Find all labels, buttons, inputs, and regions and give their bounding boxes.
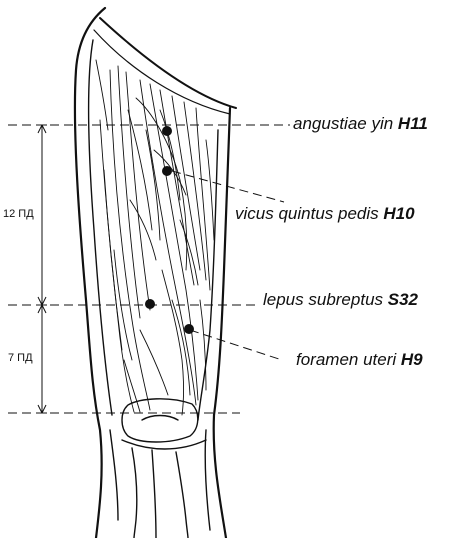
point-marker-h10 bbox=[162, 166, 172, 176]
point-code: H9 bbox=[401, 350, 423, 369]
point-name: vicus quintus pedis bbox=[235, 204, 379, 223]
muscle-fibres bbox=[96, 60, 214, 415]
label-point-s32: lepus subreptus S32 bbox=[263, 291, 418, 308]
reference-lines bbox=[8, 125, 290, 413]
leg-outline bbox=[75, 8, 236, 538]
point-name: lepus subreptus bbox=[263, 290, 383, 309]
point-marker-s32 bbox=[145, 299, 155, 309]
point-name: foramen uteri bbox=[296, 350, 396, 369]
point-marker-h9 bbox=[184, 324, 194, 334]
measurement-label-lower: 7 ПД bbox=[8, 353, 33, 364]
measurement-axis bbox=[37, 125, 47, 413]
label-point-h11: angustiae yin H11 bbox=[293, 115, 428, 132]
point-name: angustiae yin bbox=[293, 114, 393, 133]
leader-line-h9 bbox=[190, 330, 282, 360]
knee-region bbox=[110, 399, 210, 538]
label-point-h10: vicus quintus pedis H10 bbox=[235, 205, 415, 222]
measurement-label-upper: 12 ПД bbox=[3, 209, 34, 220]
point-code: H10 bbox=[383, 204, 414, 223]
label-point-h9: foramen uteri H9 bbox=[296, 351, 423, 368]
point-code: H11 bbox=[398, 114, 428, 133]
point-code: S32 bbox=[388, 290, 418, 309]
point-marker-h11 bbox=[162, 126, 172, 136]
